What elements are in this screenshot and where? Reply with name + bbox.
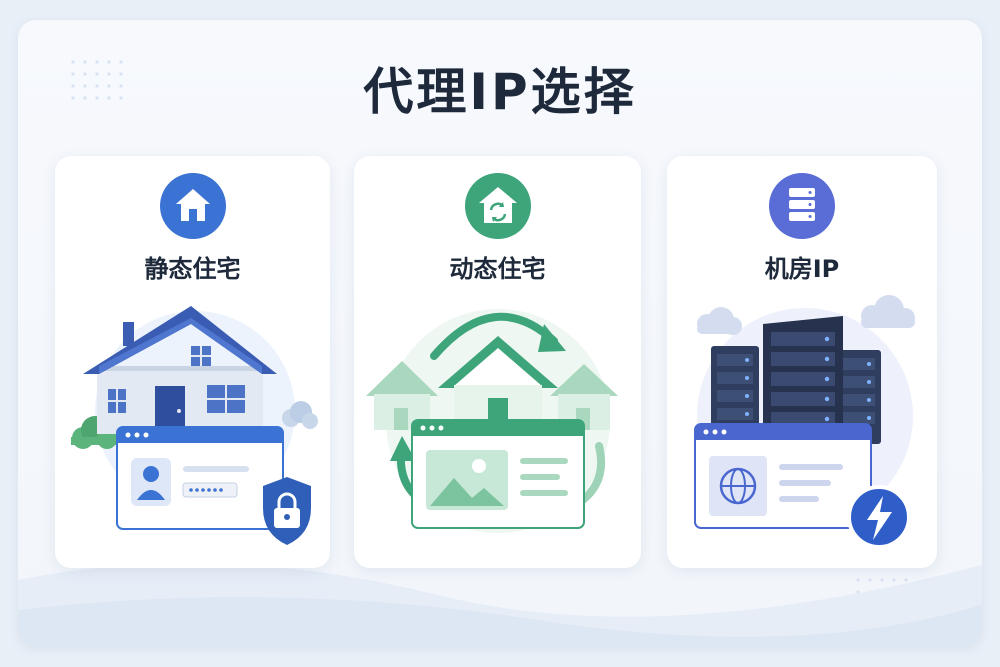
server-rack-icon: [711, 346, 759, 444]
rotating-house-icon: [464, 173, 531, 239]
static-residential-illustration: [71, 306, 318, 545]
bush-icon: [282, 401, 318, 429]
server-rack-icon: [831, 350, 881, 444]
dynamic-residential-illustration: [366, 309, 618, 533]
cloud-icon: [697, 307, 742, 335]
card-label-static-residential: 静态住宅: [144, 255, 241, 283]
page-title: 代理IP选择: [363, 63, 637, 121]
card-static-residential[interactable]: 静态住宅: [55, 156, 330, 568]
browser-window: [116, 426, 284, 530]
card-label-datacenter: 机房IP: [764, 255, 840, 283]
globe-icon: [709, 456, 767, 516]
lightning-icon: [847, 485, 911, 549]
house-illustration: [83, 306, 277, 434]
shield-lock-icon: [263, 477, 311, 545]
card-datacenter[interactable]: 机房IP: [667, 156, 937, 568]
card-dynamic-residential[interactable]: 动态住宅: [354, 156, 641, 568]
cloud-icon: [861, 295, 915, 328]
house-icon: [159, 173, 226, 239]
password-dots: [182, 482, 238, 498]
user-avatar-icon: [131, 458, 171, 506]
datacenter-illustration: [694, 295, 915, 549]
browser-window: [411, 419, 585, 529]
image-placeholder-icon: [426, 450, 508, 510]
background-decoration: [18, 60, 982, 647]
server-rack-icon: [769, 173, 835, 239]
card-label-dynamic-residential: 动态住宅: [449, 255, 546, 283]
browser-window: [694, 423, 872, 529]
server-rack-icon: [763, 316, 843, 446]
